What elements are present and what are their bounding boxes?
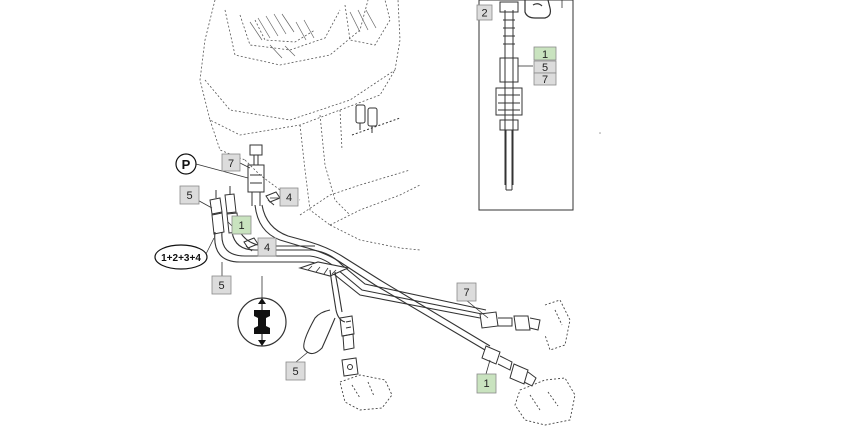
callout-left-1: 1 [231,215,252,235]
callout-right-1: 1 [476,373,497,394]
glow-plug-drawing [495,1,523,191]
relay-connector-icon [351,104,401,136]
right-bracket-outline [514,299,576,426]
bottom-connector [339,315,355,351]
bracket-icon [524,0,563,19]
svg-text:1: 1 [542,49,548,61]
svg-text:7: 7 [228,158,234,170]
svg-text:7: 7 [542,74,548,86]
callout-right-7: 7 [456,282,477,302]
bottom-bracket-part [341,357,359,377]
upper-connector [247,144,265,206]
svg-text:7: 7 [463,287,469,299]
p-marker: P [175,153,197,175]
svg-text:2: 2 [481,8,487,20]
stray-dot [599,132,601,134]
callout-inset-stack: 1 5 7 [533,46,557,86]
svg-text:1+2+3+4: 1+2+3+4 [161,253,201,264]
combo-label: 1+2+3+4 [154,244,208,270]
direction-symbol [237,297,287,347]
svg-text:5: 5 [218,280,224,292]
svg-text:P: P [182,157,191,172]
callout-left-5: 5 [179,185,200,205]
bottom-bracket-outline [339,374,393,411]
svg-text:4: 4 [286,192,292,204]
callout-top-2: 2 [476,4,493,21]
svg-text:5: 5 [542,62,548,74]
svg-text:1: 1 [238,220,244,232]
callout-left-7: 7 [221,153,241,172]
svg-text:5: 5 [186,190,192,202]
right-connector-7 [479,311,541,331]
inset-panel [478,0,574,211]
svg-text:4: 4 [264,242,270,254]
callout-bottom-5-left: 5 [211,275,232,295]
machine-hatching [249,9,377,59]
clip-upper-icon [265,191,281,206]
svg-text:1: 1 [483,378,489,390]
callout-bottom-5-mid: 5 [285,361,306,381]
right-connector-1 [481,345,537,387]
callout-mid-4-upper: 4 [279,187,299,207]
callout-mid-4-lower: 4 [257,237,277,257]
wiring-harness [214,204,491,355]
machine-body-outline [199,0,421,251]
svg-text:5: 5 [292,366,298,378]
